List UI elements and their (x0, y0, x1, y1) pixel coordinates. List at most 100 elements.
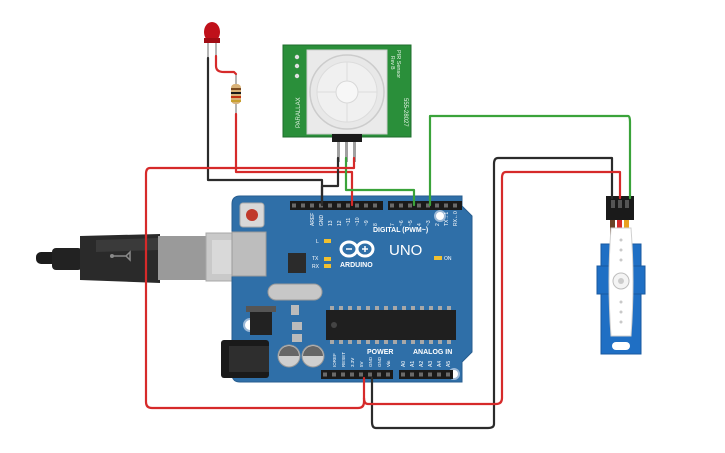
digital-pin-label: ~3 (426, 220, 432, 226)
header-pin[interactable] (364, 203, 368, 208)
header-pin[interactable] (337, 203, 341, 208)
analog-pin-label: A0 (401, 361, 407, 367)
header-pin[interactable] (419, 372, 423, 377)
header-pin[interactable] (319, 203, 323, 208)
header-pin[interactable] (444, 203, 448, 208)
power-header-label: POWER (367, 349, 393, 356)
led-icon (204, 22, 220, 58)
digital-pin-label: 8 (373, 223, 379, 226)
power-pin-label: 3.3V (350, 358, 355, 367)
header-pin[interactable] (410, 372, 414, 377)
on-led (434, 256, 442, 260)
header-pin[interactable] (428, 372, 432, 377)
voltage-regulator (246, 306, 276, 335)
pir-brand-label: PARALLAX (296, 97, 302, 128)
header-pin[interactable] (453, 203, 457, 208)
header-pin[interactable] (386, 372, 390, 377)
header-pin[interactable] (446, 372, 450, 377)
board-model: UNO (389, 242, 422, 259)
digital-pin-label: 13 (328, 220, 334, 226)
header-pin[interactable] (390, 203, 394, 208)
header-pin[interactable] (355, 203, 359, 208)
wire-pir-gnd (320, 156, 340, 207)
wire-led-resistor (214, 54, 238, 76)
led-l-label: L (316, 239, 319, 245)
digital-pin-label: AREF (310, 213, 316, 226)
pir-rev-label: Rev B (389, 56, 395, 70)
digital-pin-label: 7 (390, 223, 396, 226)
header-pin[interactable] (341, 372, 345, 377)
header-pin[interactable] (332, 372, 336, 377)
usb-chip (288, 253, 306, 273)
header-pin[interactable] (292, 203, 296, 208)
header-pin[interactable] (408, 203, 412, 208)
analog-pin-label: A1 (410, 361, 416, 367)
smd-component (292, 334, 302, 342)
header-pin[interactable] (399, 203, 403, 208)
wires (144, 54, 632, 430)
digital-pin-label: GND (319, 215, 325, 227)
board-brand: ARDUINO (340, 262, 373, 269)
header-pin[interactable] (346, 203, 350, 208)
header-pin[interactable] (373, 203, 377, 208)
pir-part-number: 555-28027 (402, 98, 408, 127)
digital-pin-label: 12 (337, 220, 343, 226)
digital-pin-label: ~10 (355, 217, 361, 226)
wire-servo-signal (428, 114, 632, 207)
digital-pin-label: TX→1 (444, 212, 450, 226)
wire-pir-5v (144, 156, 366, 410)
wire-servo-gnd (370, 156, 614, 430)
header-pin[interactable] (401, 372, 405, 377)
pir-label: PIR Sensor (395, 50, 401, 78)
power-pin-label: RESET (341, 352, 346, 367)
header-pin[interactable] (435, 203, 439, 208)
smd-component (291, 305, 299, 315)
header-pin[interactable] (437, 372, 441, 377)
power-pin-label: GND (368, 356, 373, 367)
usb-cable-icon (36, 232, 265, 283)
header-pin[interactable] (301, 203, 305, 208)
digital-pin-label: ~5 (408, 220, 414, 226)
header-pin[interactable] (350, 372, 354, 377)
capacitor (277, 344, 325, 368)
digital-pin-label: ~6 (399, 220, 405, 226)
power-header (321, 370, 453, 379)
digital-pin-label: RX←0 (453, 211, 459, 226)
onboard-leds (324, 239, 442, 268)
reset-button[interactable] (239, 202, 265, 228)
mounting-hole (434, 210, 446, 222)
digital-header (290, 201, 462, 210)
digital-pin-label: 4 (417, 223, 423, 226)
header-pin[interactable] (426, 203, 430, 208)
power-pin-label: 5V (359, 361, 364, 367)
led-rx-label: RX (312, 264, 320, 270)
wire-resistor-pin10 (234, 112, 354, 207)
header-pin[interactable] (310, 203, 314, 208)
wire-servo-5v (362, 170, 622, 406)
header-pin[interactable] (323, 372, 327, 377)
analog-pin-label: A3 (428, 361, 434, 367)
resistor-icon (231, 74, 241, 114)
header-pin[interactable] (417, 203, 421, 208)
power-pin-label: Vin (386, 360, 391, 367)
header-pin[interactable] (368, 372, 372, 377)
header-pin[interactable] (359, 372, 363, 377)
power-pin-label: IOREF (332, 353, 337, 367)
digital-pin-label: ~11 (346, 218, 352, 226)
header-pin[interactable] (377, 372, 381, 377)
on-label: ON (444, 256, 452, 262)
digital-header-label: DIGITAL (PWM~) (373, 227, 428, 234)
arduino-infinity-logo-icon (339, 240, 375, 258)
wire-pir-signal (344, 156, 416, 207)
servo-icon (596, 196, 646, 355)
digital-pin-label: ~9 (364, 220, 370, 226)
header-pin[interactable] (328, 203, 332, 208)
pir-sensor: PARALLAX PIR Sensor Rev B 555-28027 (282, 44, 412, 162)
analog-pin-label: A4 (437, 361, 443, 367)
smd-component (292, 322, 302, 330)
led-tx-label: TX (312, 256, 319, 262)
